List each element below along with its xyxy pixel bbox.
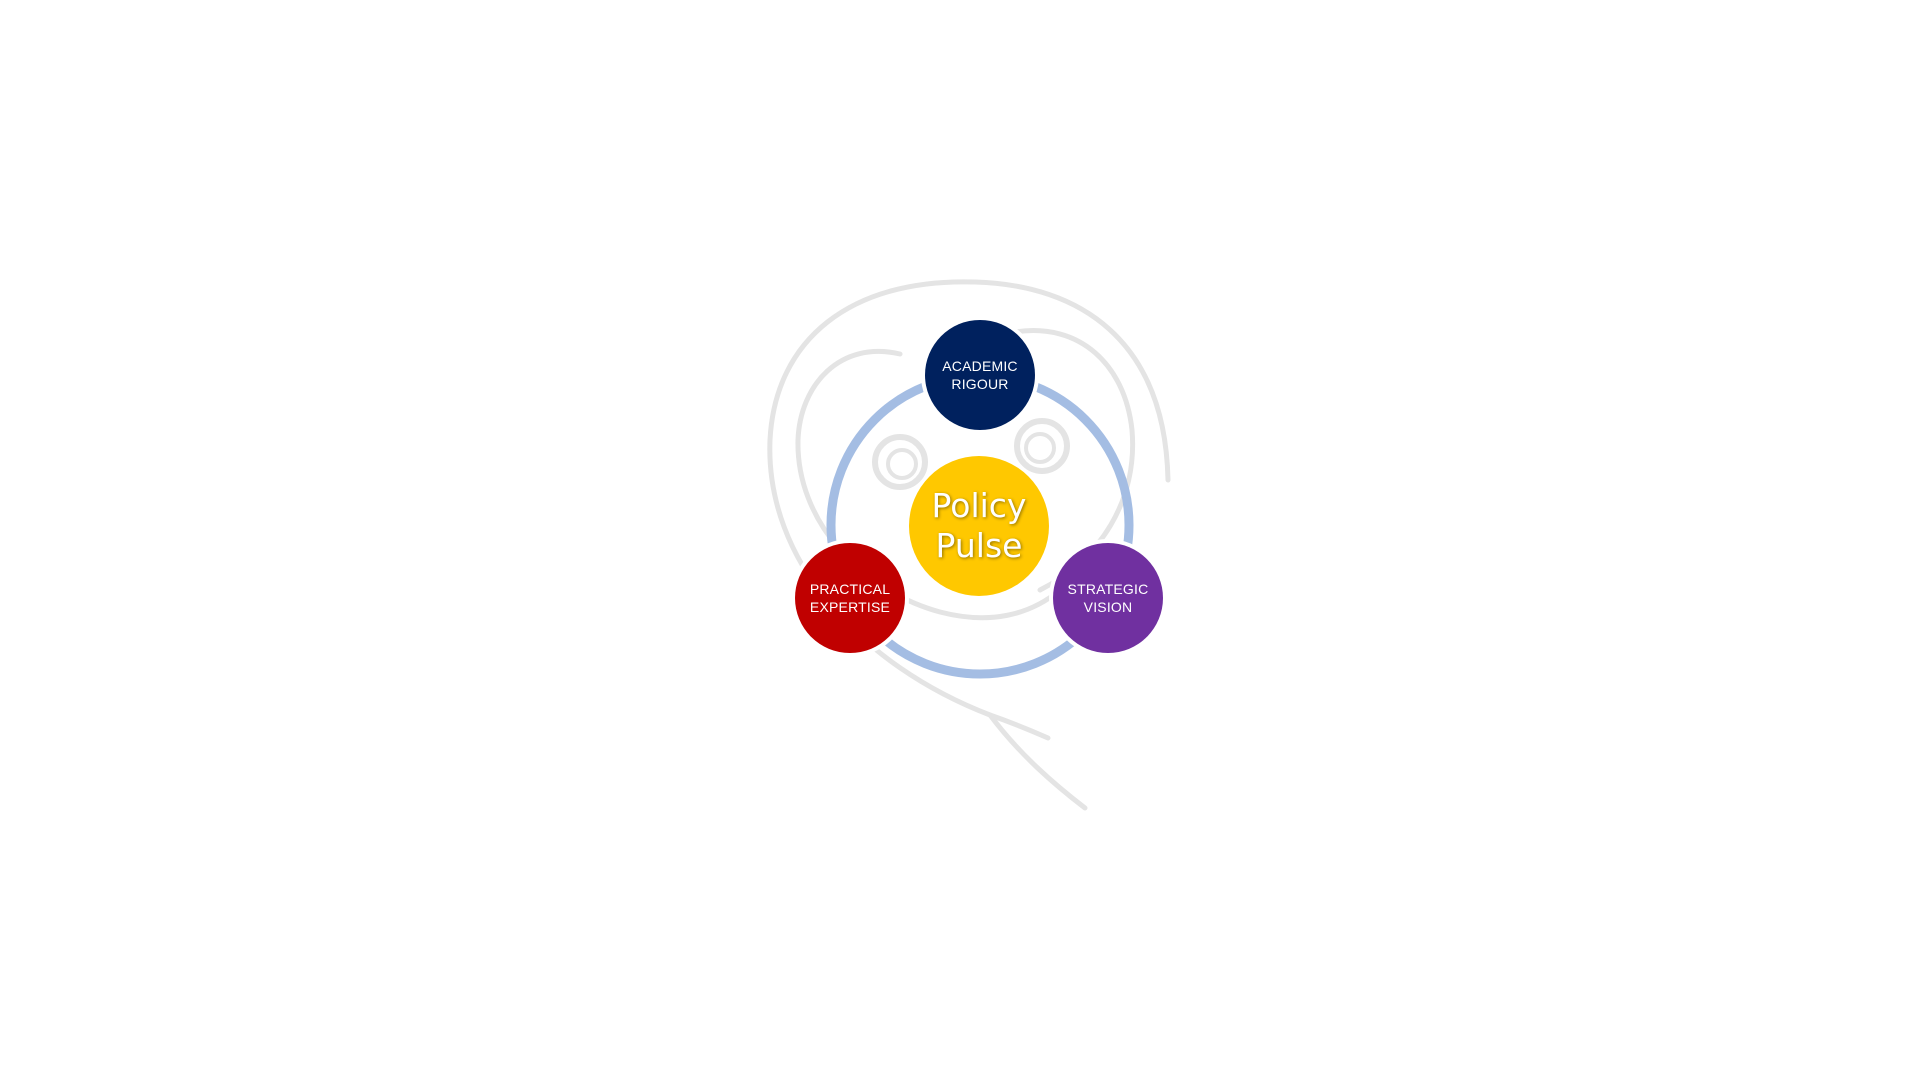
center-circle-policy-pulse: Policy Pulse [909, 456, 1049, 596]
node-practical-expertise-line-2: EXPERTISE [809, 599, 891, 615]
small-curl-left-inner [886, 448, 918, 480]
center-title-line-2: Pulse [935, 526, 1023, 565]
node-strategic-vision-line-2: VISION [1083, 599, 1133, 615]
node-academic-rigour: ACADEMIC RIGOUR [925, 320, 1035, 430]
node-practical-expertise-line-1: PRACTICAL [809, 581, 891, 597]
small-curl-right [1014, 418, 1070, 474]
node-practical-expertise: PRACTICAL EXPERTISE [795, 543, 905, 653]
small-curl-left [872, 434, 928, 490]
small-curl-right-inner [1024, 432, 1056, 464]
node-academic-rigour-line-2: RIGOUR [951, 376, 1009, 392]
node-strategic-vision-line-1: STRATEGIC [1067, 581, 1149, 597]
node-academic-rigour-line-1: ACADEMIC [942, 358, 1018, 374]
center-title-line-1: Policy [931, 486, 1027, 525]
outer-swirl [767, 279, 1171, 741]
node-strategic-vision: STRATEGIC VISION [1053, 543, 1163, 653]
swirl-tail [987, 712, 1088, 811]
